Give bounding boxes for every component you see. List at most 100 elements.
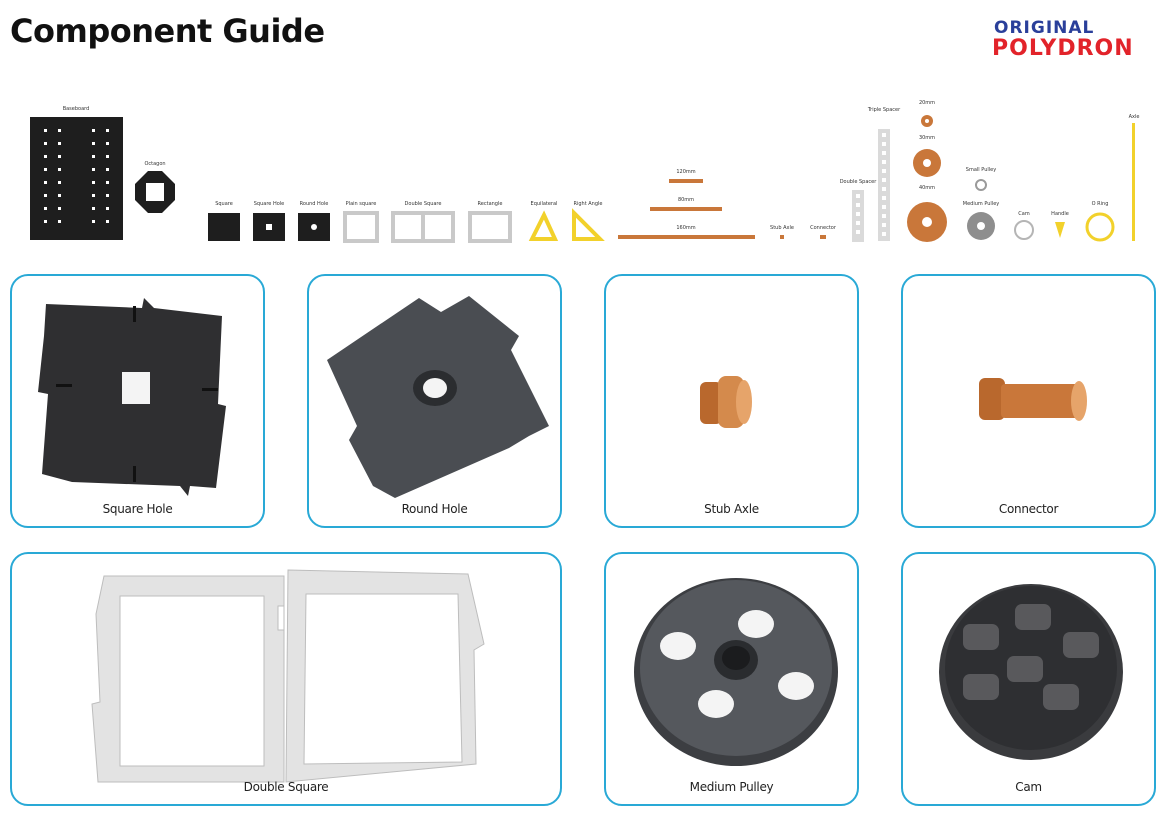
card-stub-axle: Stub Axle bbox=[604, 274, 859, 528]
card-square-hole: Square Hole bbox=[10, 274, 265, 528]
spacer-hole bbox=[856, 194, 860, 198]
baseboard-peg bbox=[106, 220, 109, 223]
part-label: 120mm bbox=[676, 169, 696, 175]
part-label: Small Pulley bbox=[965, 167, 997, 173]
logo-line-original: ORIGINAL bbox=[994, 18, 1095, 38]
part-label: 80mm bbox=[677, 197, 695, 203]
card-caption: Round Hole bbox=[401, 502, 468, 516]
card-caption: Medium Pulley bbox=[689, 780, 774, 794]
baseboard-peg bbox=[106, 207, 109, 210]
part-label: O Ring bbox=[1091, 201, 1109, 207]
baseboard-peg bbox=[106, 155, 109, 158]
part-label: Octagon bbox=[144, 161, 166, 167]
baseboard-peg bbox=[106, 129, 109, 132]
axle-160mm bbox=[618, 235, 755, 239]
part-label: Axle bbox=[1128, 114, 1140, 120]
medium-pulley-image bbox=[634, 578, 838, 766]
axle-120mm bbox=[669, 179, 703, 183]
part-label: Stub Axle bbox=[770, 225, 794, 231]
connector-image bbox=[979, 378, 1087, 421]
spacer-hole bbox=[882, 151, 886, 155]
parts-strip-graphics bbox=[30, 115, 1135, 243]
baseboard-peg bbox=[58, 168, 61, 171]
part-label: Handle bbox=[1051, 211, 1069, 217]
part-label: Double Spacer bbox=[839, 179, 877, 185]
spacer-hole bbox=[882, 178, 886, 182]
baseboard-peg bbox=[106, 194, 109, 197]
small-pulley bbox=[975, 179, 987, 191]
polydron-logo: ORIGINAL POLYDRON bbox=[992, 18, 1160, 66]
rectangle-piece bbox=[468, 211, 512, 243]
baseboard-peg bbox=[44, 168, 47, 171]
card-connector: Connector bbox=[901, 274, 1156, 528]
baseboard-peg bbox=[92, 155, 95, 158]
double-square-piece bbox=[391, 211, 425, 243]
card-medium-pulley: Medium Pulley bbox=[604, 552, 859, 806]
baseboard-peg bbox=[44, 194, 47, 197]
part-label: Plain square bbox=[345, 201, 377, 207]
part-label: Round Hole bbox=[299, 201, 329, 207]
part-label: Rectangle bbox=[477, 201, 503, 207]
part-label: Baseboard bbox=[62, 106, 90, 112]
spacer-hole bbox=[882, 223, 886, 227]
card-caption: Double Square bbox=[243, 780, 329, 794]
baseboard-peg bbox=[106, 168, 109, 171]
baseboard-peg bbox=[92, 207, 95, 210]
baseboard-peg bbox=[106, 142, 109, 145]
stub-axle-image bbox=[700, 376, 752, 428]
baseboard-peg bbox=[58, 207, 61, 210]
spacer-hole bbox=[856, 221, 860, 225]
part-label: Triple Spacer bbox=[867, 107, 901, 113]
baseboard-peg bbox=[44, 207, 47, 210]
baseboard-peg bbox=[58, 129, 61, 132]
part-label: 160mm bbox=[676, 225, 696, 231]
stub-axle-piece bbox=[780, 235, 784, 239]
square-piece bbox=[208, 213, 240, 241]
right-angle-piece bbox=[572, 208, 605, 241]
baseboard-peg bbox=[92, 194, 95, 197]
spacer-hole bbox=[882, 160, 886, 164]
card-round-hole: Round Hole bbox=[307, 274, 562, 528]
spacer-hole bbox=[882, 214, 886, 218]
part-label: Right Angle bbox=[573, 201, 603, 207]
page-title: Component Guide bbox=[10, 12, 325, 50]
cam-image bbox=[939, 584, 1123, 760]
baseboard-peg bbox=[92, 129, 95, 132]
spacer-hole bbox=[882, 232, 886, 236]
baseboard-peg bbox=[44, 181, 47, 184]
part-label: 20mm bbox=[918, 100, 936, 106]
baseboard-peg bbox=[58, 155, 61, 158]
part-label: Square bbox=[215, 201, 233, 207]
baseboard-peg bbox=[92, 220, 95, 223]
baseboard-peg bbox=[106, 181, 109, 184]
card-caption: Square Hole bbox=[102, 502, 173, 516]
baseboard-peg bbox=[58, 194, 61, 197]
card-cam: Cam bbox=[901, 552, 1156, 806]
part-label: Double Square bbox=[404, 201, 442, 207]
triple-spacer-piece bbox=[878, 129, 890, 241]
cam-piece bbox=[1014, 220, 1034, 240]
part-label: Medium Pulley bbox=[962, 201, 1000, 207]
spacer-hole bbox=[856, 212, 860, 216]
baseboard-peg bbox=[44, 129, 47, 132]
baseboard-peg bbox=[44, 220, 47, 223]
baseboard-piece bbox=[30, 117, 123, 240]
round-hole-image bbox=[327, 296, 549, 498]
spacer-hole bbox=[882, 133, 886, 137]
spacer-hole bbox=[882, 187, 886, 191]
o-ring-piece bbox=[1085, 212, 1115, 242]
card-caption: Stub Axle bbox=[704, 502, 759, 516]
spacer-hole bbox=[882, 169, 886, 173]
connector-piece bbox=[820, 235, 826, 239]
part-label: Cam bbox=[1018, 211, 1030, 217]
part-label: Connector bbox=[810, 225, 836, 231]
part-label: Square Hole bbox=[253, 201, 285, 207]
parts-strip: Baseboard Octagon Square Square Hole Rou… bbox=[0, 95, 1170, 255]
part-label: 40mm bbox=[918, 185, 936, 191]
baseboard-peg bbox=[58, 181, 61, 184]
equilateral-piece bbox=[528, 210, 559, 241]
baseboard-peg bbox=[92, 168, 95, 171]
plain-square-piece bbox=[343, 211, 379, 243]
part-label: 30mm bbox=[918, 135, 936, 141]
spacer-hole bbox=[882, 196, 886, 200]
